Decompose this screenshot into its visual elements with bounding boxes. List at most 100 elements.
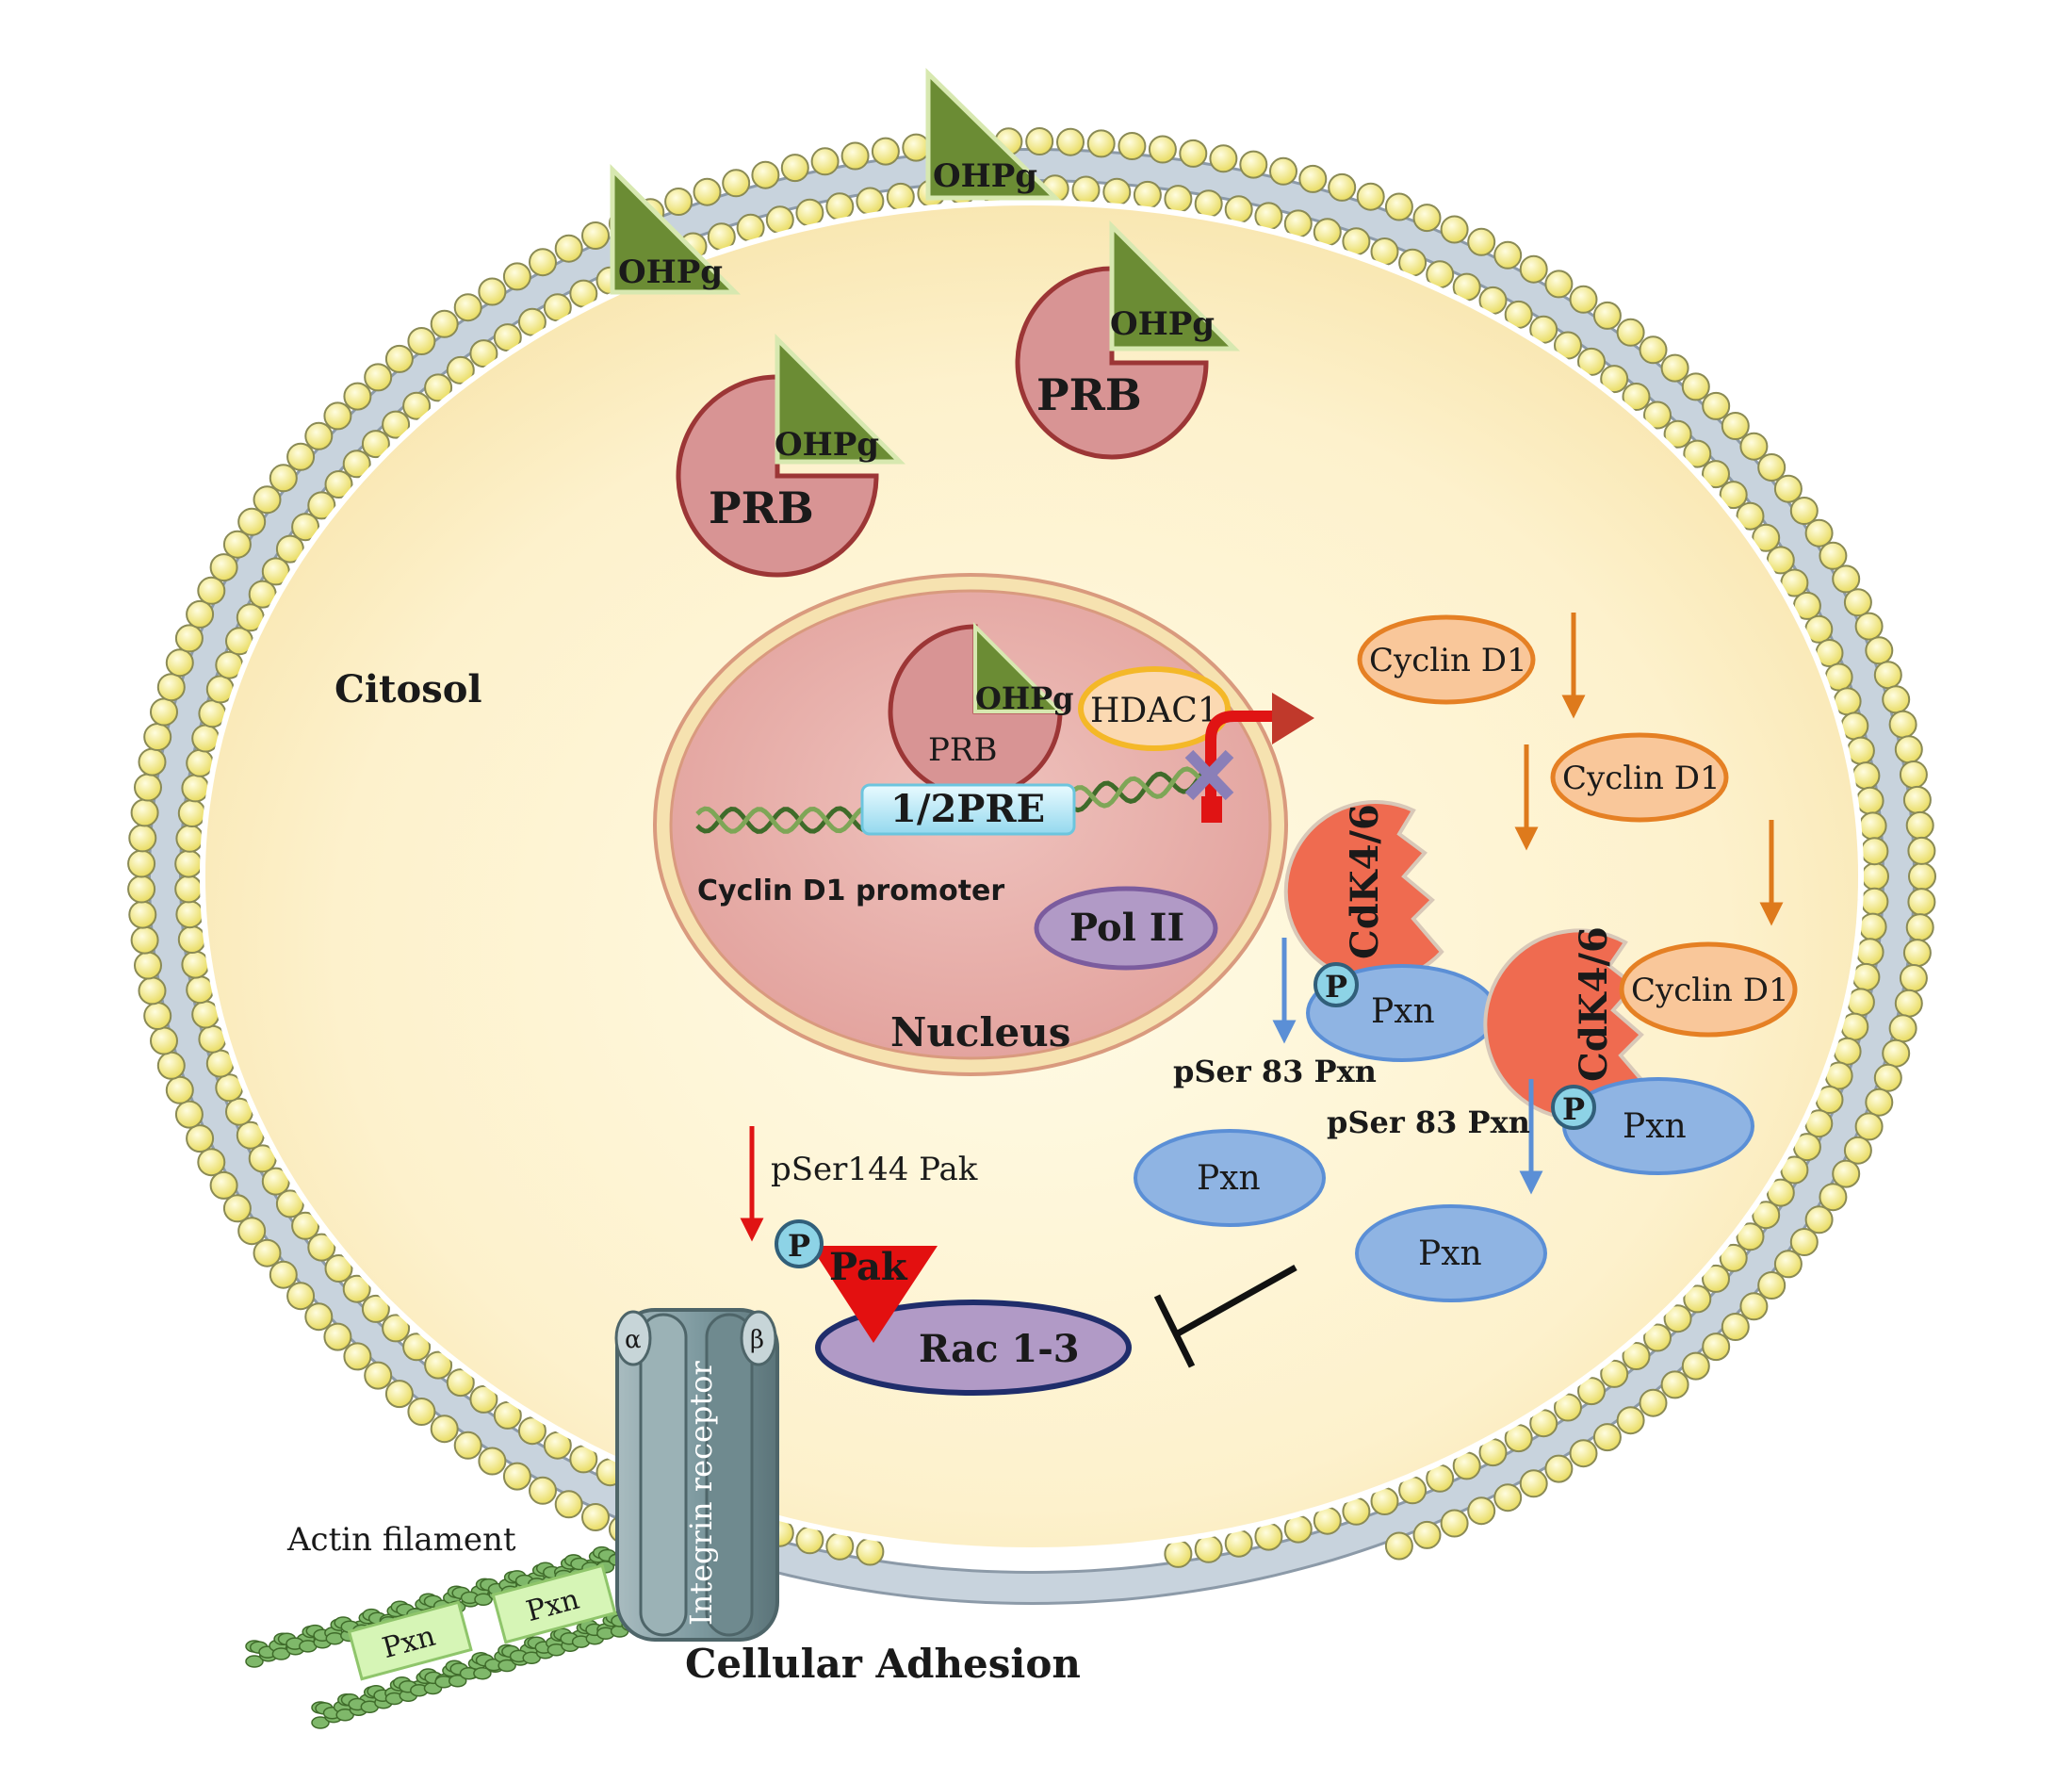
phospholipid-head [361, 430, 390, 459]
phospholipid-head [478, 1447, 507, 1476]
phospholipid-head [304, 421, 334, 450]
phospholipid-head [402, 391, 432, 420]
ohpg-membrane-2: OHPg [925, 68, 1062, 201]
phospholipid-head [1577, 347, 1606, 376]
phospholipid-head [304, 1302, 334, 1332]
phospholipid-head [307, 491, 336, 520]
pxn-free-2: Pxn [1355, 1204, 1547, 1302]
actin-monomer [448, 1674, 467, 1688]
phospholipid-head [1577, 1377, 1606, 1406]
pser144-pak-label: pSer144 Pak [771, 1151, 978, 1188]
phospholipid-head [453, 1431, 482, 1460]
phospholipid-head [134, 951, 162, 980]
phospholipid-head [1148, 135, 1177, 164]
phospholipid-head [1544, 270, 1574, 299]
cell-membrane [127, 127, 1936, 1606]
phospholipid-head [856, 187, 885, 216]
transcription-block [1184, 693, 1314, 823]
phospholipid-head [1739, 1292, 1769, 1321]
phospholipid-head [1702, 1264, 1730, 1293]
phospholipid-head [237, 507, 267, 536]
phospholipid-head [1663, 1304, 1692, 1333]
phospholipid-head [795, 1526, 824, 1555]
cyclin-d1-label: Cyclin D1 [1631, 972, 1789, 1009]
phospholipid-head [780, 154, 809, 183]
phospholipid-head [1873, 1063, 1902, 1092]
phospholipid-head [1899, 964, 1928, 992]
prb-label: PRB [1036, 369, 1142, 420]
phospholipid-head [174, 875, 204, 904]
phospholipid-head [469, 1384, 498, 1414]
phospholipid-head [323, 401, 352, 431]
phospholipid-head [291, 1211, 320, 1240]
prb-complex-top: PRB OHPg [1015, 220, 1241, 460]
phospholipid-head [1440, 1509, 1469, 1538]
phospholipid-head [902, 133, 931, 162]
phospholipid-head [181, 950, 210, 979]
phospholipid-head [1855, 938, 1884, 967]
phospholipid-head [138, 747, 167, 777]
phospholipid-head [581, 221, 610, 250]
phospholipid-head [1908, 862, 1936, 891]
phospholipid-head [177, 799, 206, 827]
phospholipid-head [1102, 177, 1132, 206]
phospholipid-head [1356, 182, 1385, 211]
phospholipid-head [1873, 661, 1902, 690]
phospholipid-head [197, 1148, 226, 1177]
phospholipid-head [407, 1398, 436, 1426]
phospholipid-head [364, 1361, 393, 1390]
phospholipid-head [1865, 636, 1894, 665]
lipid-tails-inner [150, 150, 1914, 1603]
actin-monomer [311, 1716, 330, 1729]
pser83-pxn-label-1: pSer 83 Pxn [1173, 1054, 1377, 1089]
phospholipid-head [693, 177, 722, 206]
phospholipid-head [269, 1260, 298, 1289]
phospholipid-head [1860, 887, 1889, 916]
phospholipid-head [1254, 1522, 1283, 1551]
phospholipid-head [446, 355, 475, 384]
phospholipid-head [174, 624, 204, 653]
phospholipid-head [307, 1233, 336, 1262]
phospholipid-head [324, 470, 353, 499]
pxn-label: Pxn [1371, 992, 1435, 1031]
phospholipid-head [1855, 786, 1884, 815]
phospholipid-head [237, 1217, 267, 1246]
phospholipid-head [222, 530, 252, 559]
phospholipid-head [1519, 1469, 1548, 1498]
phospholipid-head [1600, 365, 1629, 394]
phospholipid-head [150, 1026, 178, 1055]
phospholipid-head [840, 141, 870, 171]
phospholipid-head [1846, 988, 1875, 1017]
phospholipid-head [186, 748, 215, 777]
phospholipid-head [1118, 132, 1147, 160]
phospholipid-head [493, 1400, 522, 1430]
phospholipid-head [825, 192, 855, 221]
phospholipid-head [382, 1314, 411, 1343]
cyclin-d1-middle: Cyclin D1 [1550, 732, 1729, 823]
ohpg-membrane-1: OHPg [610, 163, 742, 295]
phospholipid-head [722, 169, 751, 198]
phospholipid-head [275, 1189, 304, 1218]
cyclin-d1-bound: Cyclin D1 [1619, 941, 1798, 1038]
phospholipid-head [795, 198, 824, 227]
phospholipid-head [1179, 139, 1208, 168]
phospholipid-head [127, 875, 156, 904]
phospholipid-head [127, 849, 156, 878]
ohpg-label: OHPg [775, 426, 879, 464]
phospholipid-head [424, 1350, 453, 1380]
actin-monomer [473, 1666, 492, 1680]
phospholipid-head [1554, 1393, 1582, 1422]
phospholipid-head [765, 205, 794, 235]
phospholipid-head [1384, 192, 1413, 221]
phospholipid-head [128, 824, 157, 853]
phospholipid-head [1660, 1370, 1689, 1399]
half-pre-element: 1/2PRE [860, 783, 1076, 836]
phospholipid-head [1804, 1205, 1834, 1235]
phospholipid-head [1907, 888, 1936, 917]
phospholipid-head [810, 147, 840, 176]
phospholipid-head [1819, 1183, 1848, 1212]
phospholipid-head [1757, 1271, 1786, 1300]
pser83-pxn-label-2: pSer 83 Pxn [1327, 1104, 1530, 1140]
phospholipid-head [1860, 837, 1889, 866]
phospholipid-head [1194, 189, 1223, 219]
